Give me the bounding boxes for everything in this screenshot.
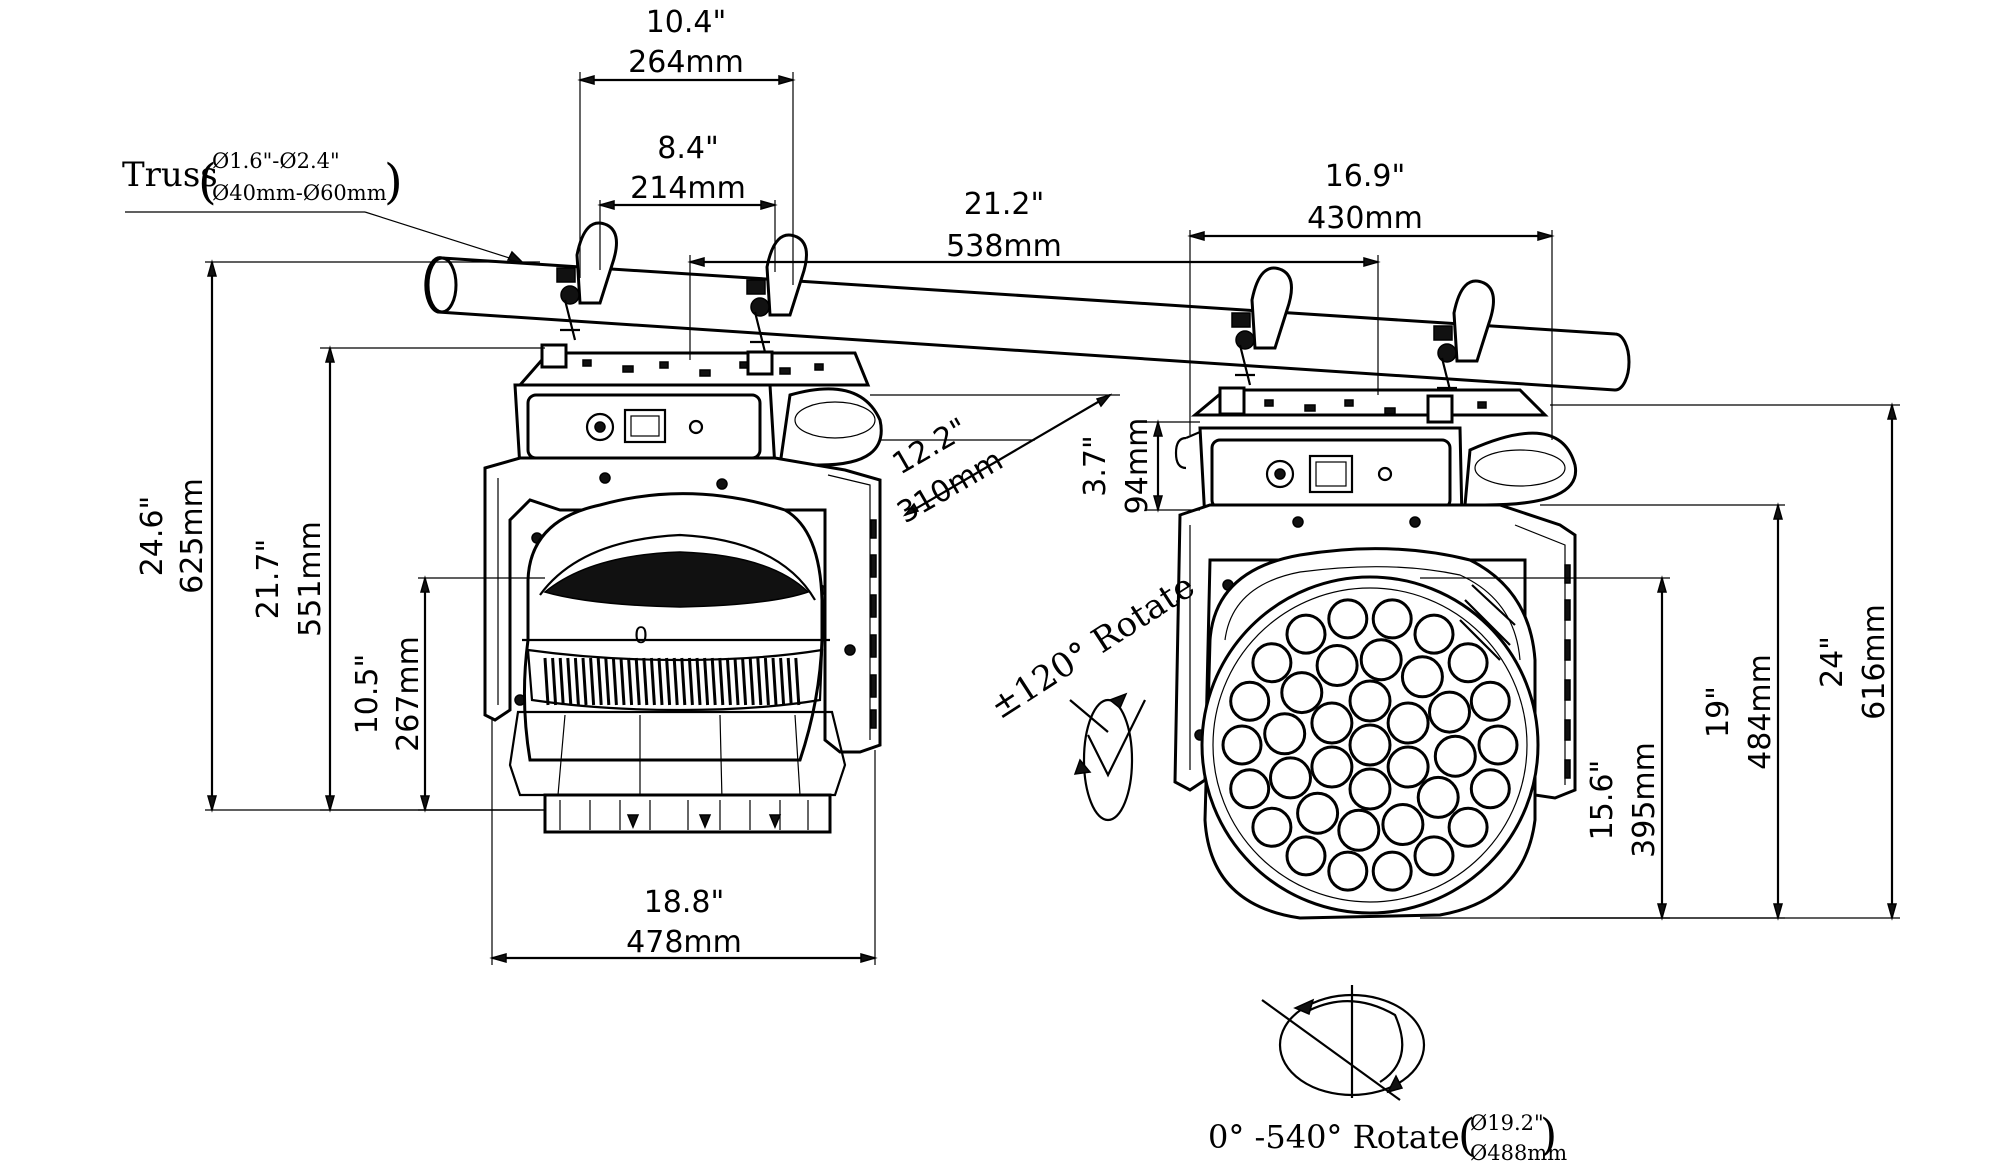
svg-text:0: 0 (634, 624, 648, 649)
base-dots (582, 359, 824, 377)
left-fixture: 0 (483, 343, 883, 834)
dim-625-inch: 24.6" (135, 496, 170, 577)
dimension-labels: 10.4" 264mm 8.4" 214mm 21.2" 538mm 16.9"… (135, 5, 1892, 960)
arrowheads (207, 75, 1897, 963)
pan-paren-close: ) (1540, 1110, 1557, 1161)
tilt-label: ±120° Rotate (983, 566, 1202, 728)
dim-538-inch: 21.2" (964, 187, 1045, 222)
dim-625-mm: 625mm (175, 478, 210, 594)
pan-paren: ( (1458, 1110, 1475, 1161)
truss-paren: ( (198, 154, 217, 210)
pan-label: 0° -540° Rotate (1208, 1118, 1460, 1156)
dim-214-mm: 214mm (630, 171, 746, 206)
dim-478-inch: 18.8" (644, 885, 725, 920)
led-lens-array (1221, 598, 1519, 892)
truss-tube (424, 256, 1631, 392)
dim-478-mm: 478mm (626, 925, 742, 960)
dim-430-mm: 430mm (1307, 201, 1423, 236)
dim-267-inch: 10.5" (350, 654, 385, 735)
yoke-side-markings (870, 519, 877, 729)
louver-fins (543, 657, 801, 706)
dimension-lines (125, 72, 1900, 965)
truss-text: Truss (122, 155, 218, 195)
dim-538-mm: 538mm (946, 229, 1062, 264)
right-fixture (1173, 386, 1578, 920)
dim-94-inch: 3.7" (1078, 435, 1113, 497)
dim-616-mm: 616mm (1857, 604, 1892, 720)
dim-94-mm: 94mm (1120, 418, 1155, 515)
dim-484-inch: 19" (1701, 686, 1736, 738)
truss-clamps (556, 221, 1495, 399)
dim-551-mm: 551mm (293, 521, 328, 637)
truss-paren-close: ) (384, 154, 403, 210)
dim-616-inch: 24" (1815, 636, 1850, 688)
pan-dia-mm: Ø488mm (1470, 1141, 1567, 1165)
base-dots-right (1264, 399, 1487, 415)
dim-214-inch: 8.4" (657, 131, 719, 166)
truss-mm-range: Ø40mm-Ø60mm (212, 181, 387, 205)
pan-dia-inch: Ø19.2" (1470, 1111, 1544, 1135)
dim-264-inch: 10.4" (646, 5, 727, 40)
tilt-rotate: ±120° Rotate (983, 566, 1202, 822)
dim-484-mm: 484mm (1743, 654, 1778, 770)
dim-395-mm: 395mm (1627, 742, 1662, 858)
dim-430-inch: 16.9" (1325, 159, 1406, 194)
dim-551-inch: 21.7" (251, 539, 286, 620)
truss-inch-range: Ø1.6"-Ø2.4" (212, 149, 340, 173)
yoke-markings-right (1564, 564, 1571, 779)
dim-264-mm: 264mm (628, 45, 744, 80)
dim-395-inch: 15.6" (1585, 760, 1620, 841)
dim-267-mm: 267mm (391, 636, 426, 752)
pan-rotate: 0° -540° Rotate ( Ø19.2" Ø488mm ) (1208, 985, 1567, 1165)
truss-label: Truss ( Ø1.6"-Ø2.4" Ø40mm-Ø60mm ) (122, 149, 403, 210)
